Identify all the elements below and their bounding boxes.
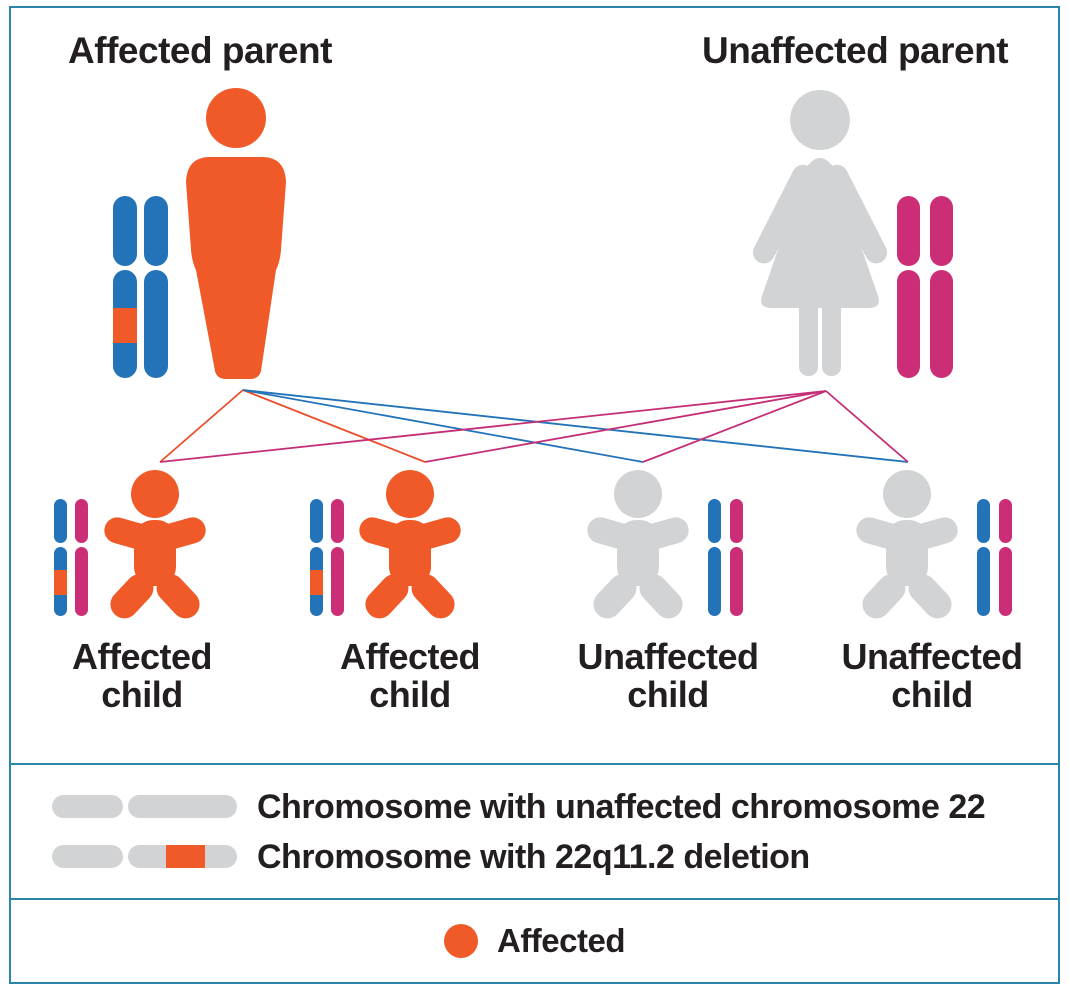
unaffected-parent-label: Unaffected parent [701, 30, 1009, 71]
legend-row-deletion-label: Chromosome with 22q11.2 deletion [257, 838, 810, 876]
child-1-label: Affected child [71, 636, 213, 716]
affected-dot-icon [443, 924, 478, 958]
affected-parent-label: Affected parent [68, 30, 332, 71]
chromosome-legend-panel [9, 763, 1060, 900]
legend-row-unaffected-label: Chromosome with unaffected chromosome 22 [257, 788, 986, 826]
child-4-label: Unaffected child [841, 636, 1023, 716]
child-3-label: Unaffected child [577, 636, 759, 716]
child-2-label: Affected child [339, 636, 481, 716]
affected-key-label: Affected [496, 922, 626, 959]
affected-key-panel: Affected [9, 898, 1060, 984]
